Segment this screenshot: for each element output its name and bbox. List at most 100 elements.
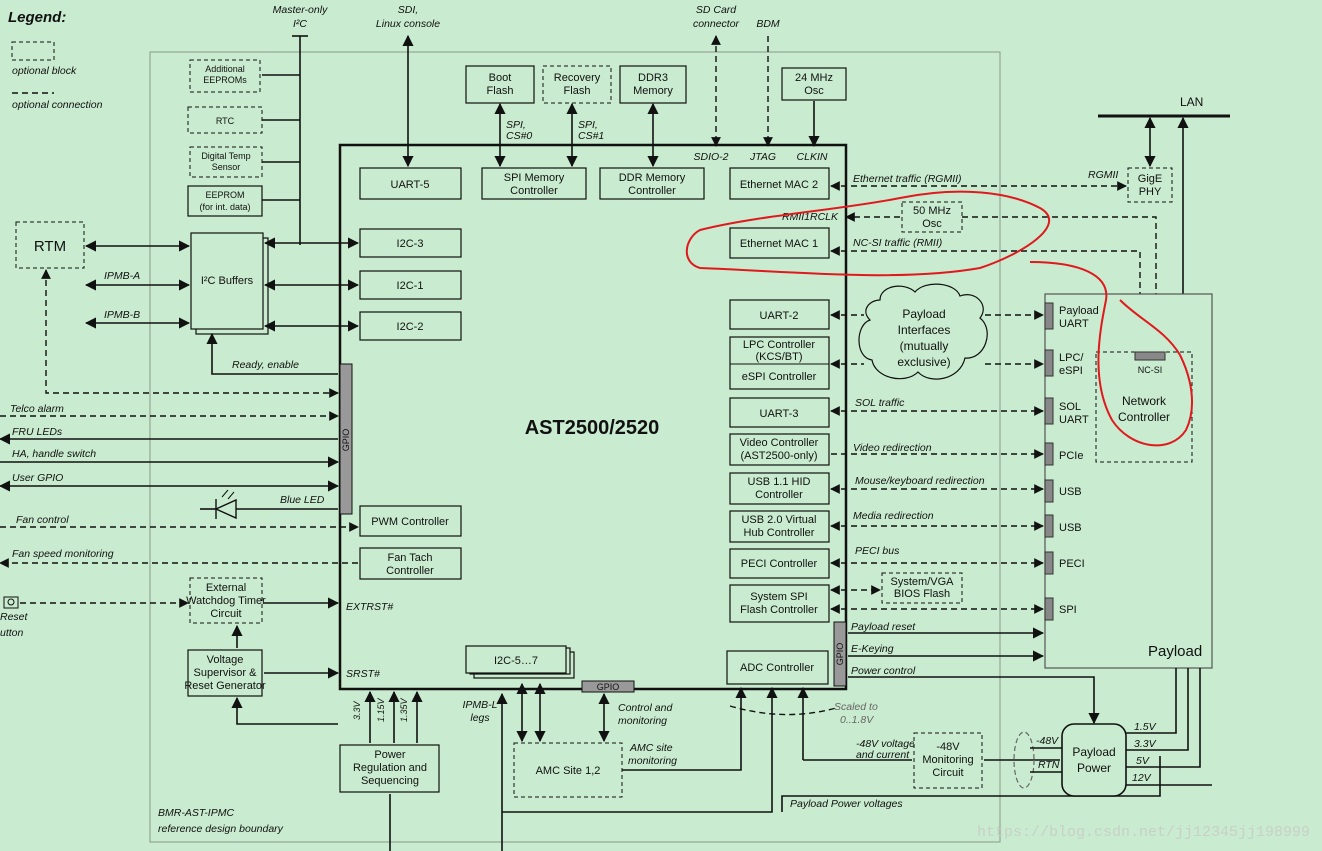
add-eeprom-label-2: EEPROMs [203,75,247,85]
eth-mac1-block [729,227,830,259]
lpc-label-1: LPC Controller [743,339,815,351]
usb20-label-2: Hub Controller [744,527,815,539]
video-label-1: Video Controller [740,437,819,449]
ncsi-tab [1134,351,1166,361]
lpc-block [729,336,830,390]
gpio-left-label: GPIO [341,429,351,452]
highlight-network-controller [1029,261,1193,447]
i2c5-7-block [465,645,567,674]
uart5-block [359,167,462,200]
media-redir-label: Media redirection [853,510,934,522]
legend-optional-block: optional block [12,65,77,77]
power-control-label: Power control [851,665,916,677]
eeprom-label-2: (for int. data) [199,202,250,212]
osc24-label-1: 24 MHz [795,72,833,84]
port-pcie: PCIe [1059,450,1083,462]
power-reg-label-3: Sequencing [361,775,419,787]
adc-block [726,650,829,685]
watermark: https://blog.csdn.net/jj12345jj198999 [977,824,1310,841]
payload-if-label-1: Payload [902,307,945,321]
boundary-label-1: BMR-AST-IPMC [158,807,234,819]
v115-label: 1.15V [376,697,386,722]
port-lpc-2: eSPI [1059,365,1083,377]
rmii-clk-label: RMII1RCLK [782,211,839,223]
chip-title: AST2500/2520 [525,417,660,439]
port-payload-uart-1: Payload [1059,305,1099,317]
port-lpc-1: LPC/ [1059,352,1084,364]
rtm-box [15,221,85,269]
spi-cs1-label-2: CS#1 [578,130,604,142]
fantach-label-2: Controller [386,565,434,577]
eeprom-box [187,185,263,217]
lan-label: LAN [1180,95,1203,109]
boot-flash-box [465,65,535,104]
osc24-box [781,67,847,101]
temp-label-2: Sensor [212,162,241,172]
gige-label-1: GigE [1138,173,1162,185]
power-rails [1126,668,1212,786]
port-sol-1: SOL [1059,401,1081,413]
fantach-label-1: Fan Tach [387,552,432,564]
legend-title: Legend: [8,9,66,26]
uart2-label: UART-2 [760,310,799,322]
legend-optional-connection: optional connection [12,99,103,111]
peci-label: PECI Controller [741,558,818,570]
sdio2-label: SDIO-2 [693,151,728,163]
eth-traffic-label: Ethernet traffic (RGMII) [853,173,962,185]
ekeying-label: E-Keying [851,643,894,655]
peci-bus-label: PECI bus [855,545,900,557]
usb20-label-1: USB 2.0 Virtual [741,514,816,526]
amc-site-label: AMC Site 1,2 [536,765,601,777]
m48-label-1: -48V voltage [856,738,915,750]
voltage-label-1: Voltage [207,654,244,666]
add-eeprom-box [189,59,261,93]
ready-enable-label: Ready, enable [232,359,299,371]
osc50-label-2: Osc [922,218,942,230]
pwm-controller [359,505,462,537]
ha-switch-label: HA, handle switch [12,448,96,460]
master-only-label-1: Master-only [273,4,328,16]
gige-label-2: PHY [1139,186,1162,198]
i2c5-7-label: I2C-5…7 [494,655,538,667]
netctrl-label-1: Network [1122,394,1167,408]
fru-leds-label: FRU LEDs [12,426,63,438]
rail-5-label: 5V [1136,755,1150,767]
highlight-mac1 [685,190,1050,277]
scaled-label-1: Scaled to [834,701,878,713]
ddr3-memory-box [619,65,687,104]
ncsi-traffic-label: NC-SI traffic (RMII) [853,237,942,249]
power-reg-label-1: Power [374,749,406,761]
m48-label-2: and current [856,749,910,761]
sysspi-block [729,584,830,623]
boot-flash-label-1: Boot [489,72,512,84]
power-regulation-box [339,744,440,793]
rail-15-label: 1.5V [1134,721,1157,733]
ncsi-label: NC-SI [1138,365,1163,375]
m48circ-label-2: Monitoring [922,754,973,766]
control-label-1: Control and [618,702,673,714]
video-label-2: (AST2500-only) [740,450,817,462]
bios-flash-label-2: BIOS Flash [894,588,950,600]
ddr3-memory-label-2: Memory [633,85,673,97]
i2c3-block [359,228,462,258]
ddr-mem-label-2: Controller [628,185,676,197]
recovery-flash-label-2: Flash [564,85,591,97]
watchdog-label-1: External [206,582,246,594]
rail-12-label: 12V [1132,772,1152,784]
eeprom-label-1: EEPROM [205,190,244,200]
i2c2-block [359,311,462,341]
payload-power-label-1: Payload [1072,745,1115,759]
bdm-label: BDM [756,18,780,30]
rgmii-label: RGMII [1088,169,1118,181]
adc-label: ADC Controller [740,662,814,674]
uart3-block [729,397,830,428]
add-eeprom-label-1: Additional [205,64,245,74]
spi-memory-controller [481,167,587,200]
ipmb-b-label: IPMB-B [104,309,140,321]
video-redir-label: Video redirection [853,442,932,454]
payload-port-tabs [1044,302,1054,621]
sysspi-label-2: Flash Controller [740,604,818,616]
osc50-label-1: 50 MHz [913,205,951,217]
v48-label: -48V [1036,735,1059,747]
